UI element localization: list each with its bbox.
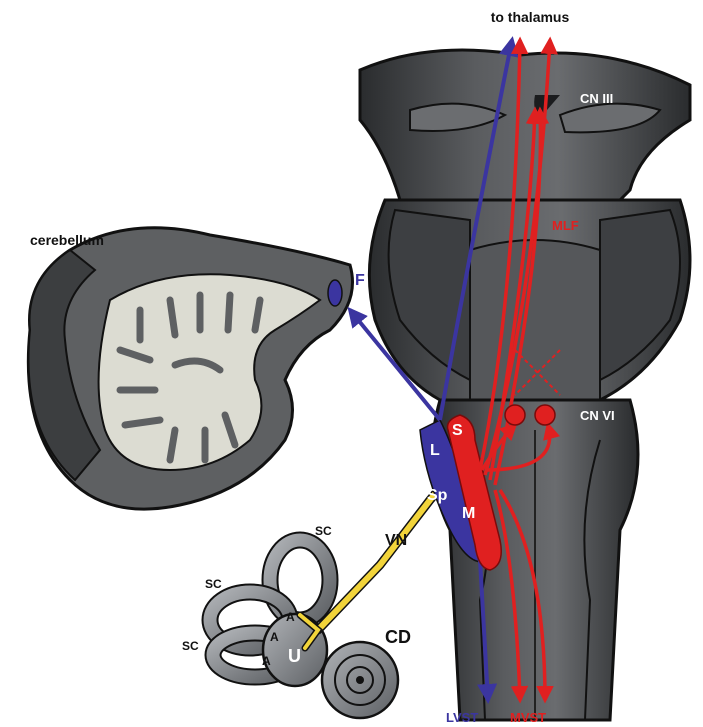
- label-vn: VN: [385, 532, 407, 549]
- label-lvst: LVST: [446, 710, 478, 725]
- label-sc-2: SC: [205, 577, 222, 591]
- label-u: U: [288, 646, 301, 666]
- label-mvst: MVST: [510, 710, 546, 725]
- cn-vi-nucleus-right: [535, 405, 555, 425]
- label-sc-1: SC: [315, 524, 332, 538]
- label-cerebellum: cerebellum: [30, 232, 104, 248]
- label-f: F: [355, 272, 365, 289]
- inner-ear: [210, 540, 398, 718]
- label-l: L: [430, 442, 440, 459]
- label-s: S: [452, 422, 463, 439]
- label-a-2: A: [270, 630, 279, 644]
- label-cd: CD: [385, 627, 411, 647]
- label-cn-iii: CN III: [580, 91, 613, 106]
- label-mlf: MLF: [552, 218, 579, 233]
- cn-vi-nucleus-left: [505, 405, 525, 425]
- label-a-3: A: [262, 654, 271, 668]
- cerebellum: [28, 228, 352, 509]
- fastigial-nucleus: [328, 280, 342, 306]
- label-a-1: A: [286, 610, 295, 624]
- label-cn-vi: CN VI: [580, 408, 615, 423]
- label-m: M: [462, 505, 475, 522]
- label-sp: Sp: [427, 487, 448, 504]
- label-sc-3: SC: [182, 639, 199, 653]
- label-to-thalamus: to thalamus: [491, 9, 570, 25]
